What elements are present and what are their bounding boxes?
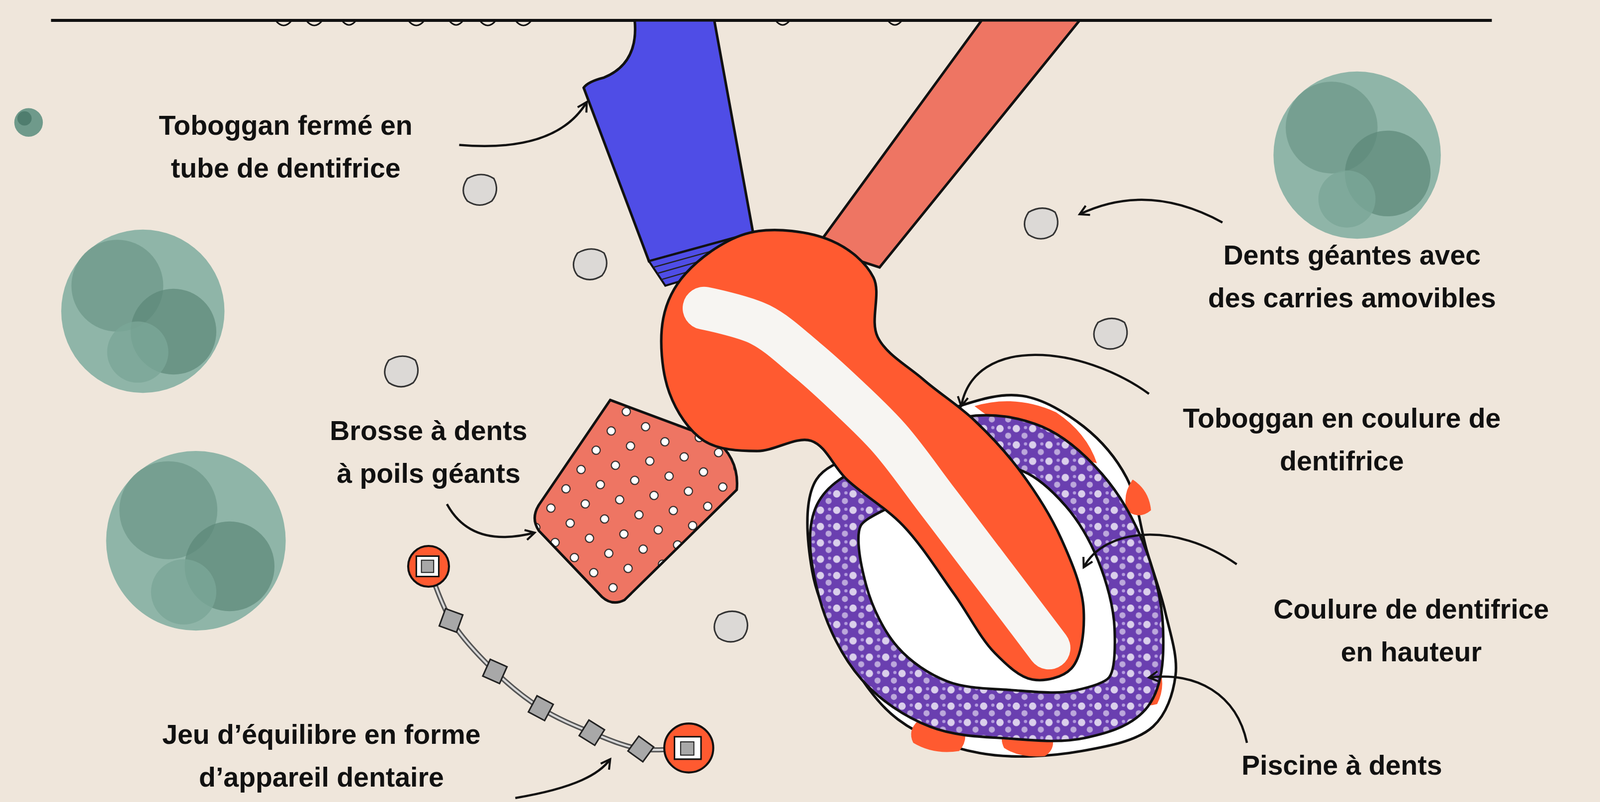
tube-slide <box>583 20 754 262</box>
slide-lane <box>704 308 1050 648</box>
callout-label: Jeu d’équilibre en forme d’appareil dent… <box>143 713 499 800</box>
callout-label: Toboggan en coulure de dentifrice <box>1162 396 1522 483</box>
leader-arrow <box>446 101 1247 799</box>
drip-slide <box>661 230 1084 681</box>
boundary-edge <box>275 20 902 26</box>
bush <box>61 229 225 393</box>
bush <box>1273 71 1441 240</box>
callout-label: Dents géantes avec des carries amovibles <box>1198 233 1506 320</box>
callout-label: Piscine à dents <box>1241 743 1442 787</box>
callout-label: Coulure de dentifrice en hauteur <box>1262 587 1561 674</box>
bush <box>105 450 286 631</box>
boundary-line <box>51 18 1493 22</box>
callout-label: Brosse à dents à poils géants <box>322 409 535 495</box>
bush <box>14 108 43 137</box>
callout-label: Toboggan fermé en tube de dentifrice <box>141 103 430 190</box>
raised-drip <box>816 20 1080 268</box>
